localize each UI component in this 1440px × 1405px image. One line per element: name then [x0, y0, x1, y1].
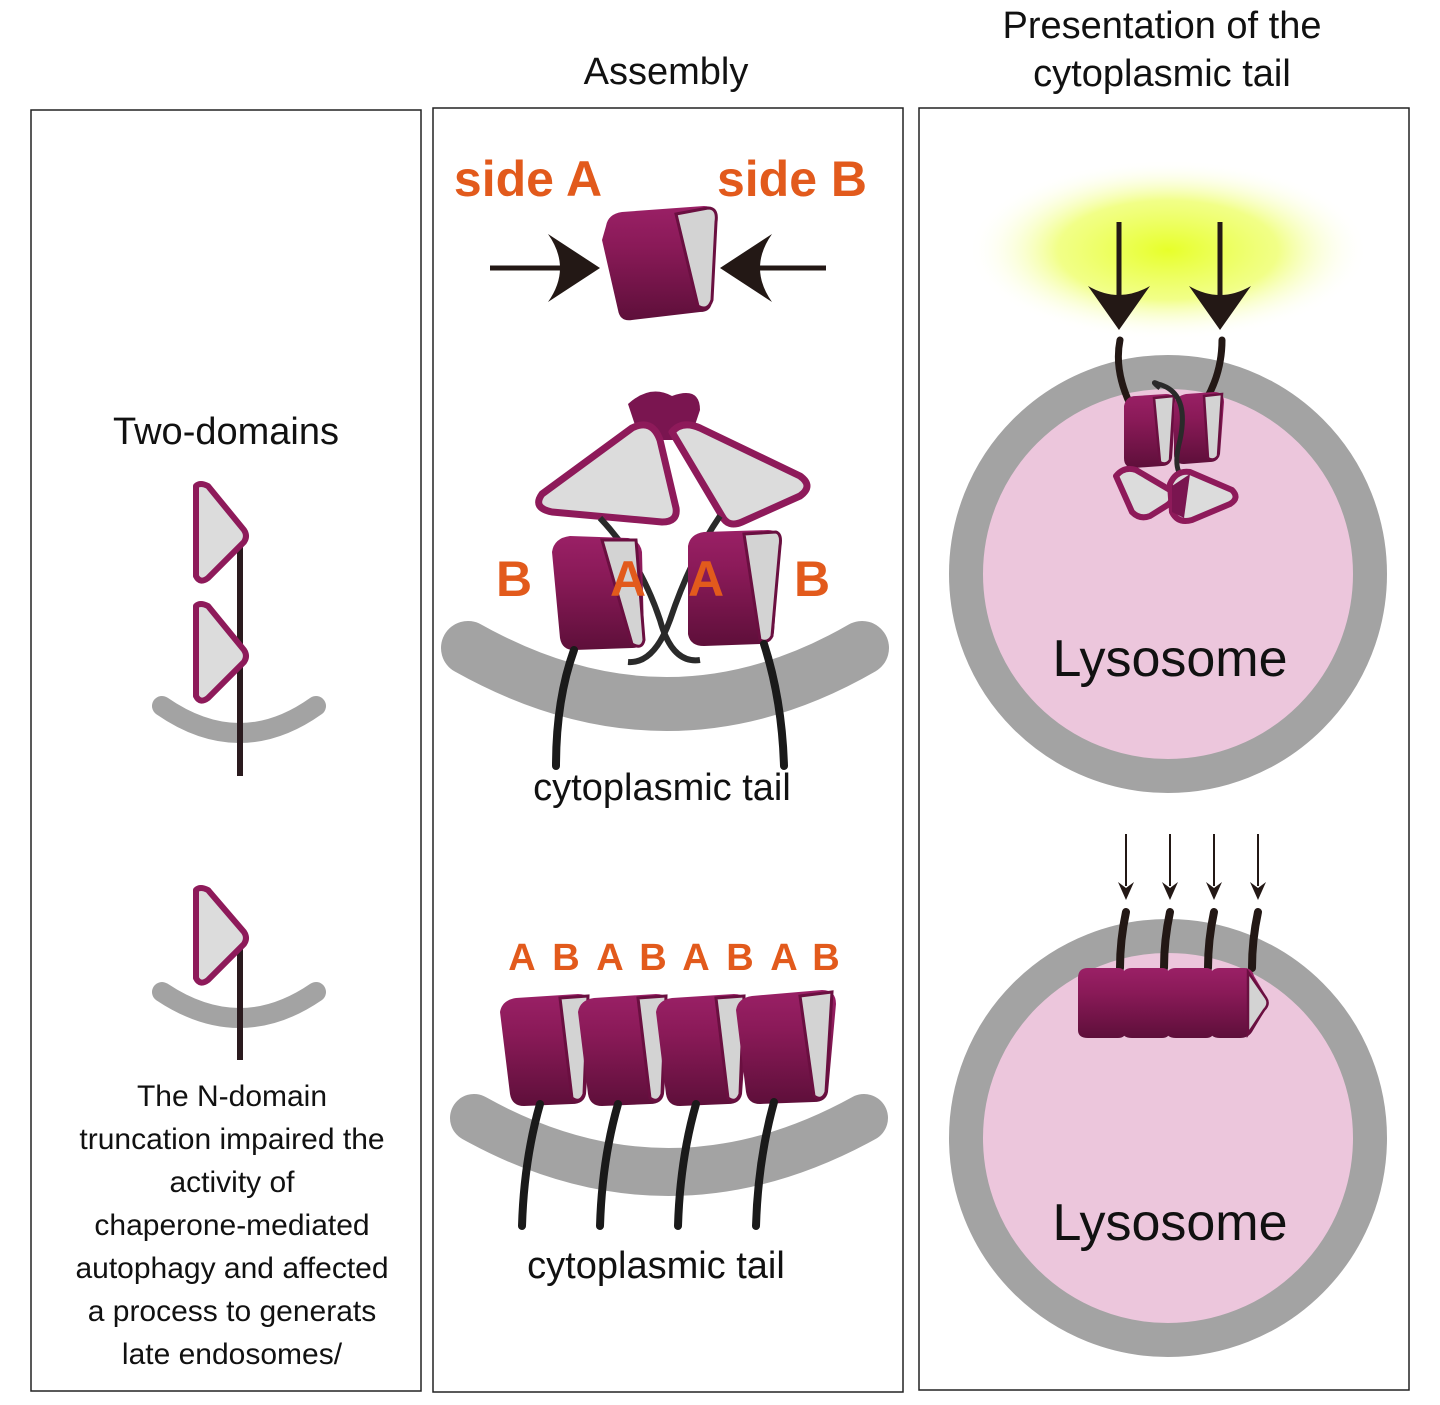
caption-line: chaperone-mediated [94, 1209, 369, 1242]
chain-label: B [812, 937, 839, 979]
middle-panel-frame [432, 107, 904, 1393]
down-arrow-icon [1088, 222, 1150, 330]
assembly-header: Assembly [584, 51, 749, 93]
dimer-label: A [688, 551, 724, 607]
chain-label: A [770, 937, 797, 979]
dimer-label: B [794, 551, 830, 607]
caption-line: truncation impaired the [79, 1123, 384, 1156]
cytoplasmic-tail-label: cytoplasmic tail [533, 767, 791, 809]
presentation-header-line2: cytoplasmic tail [1033, 53, 1291, 95]
caption-line: autophagy and affected [75, 1252, 388, 1285]
lysosome-label: Lysosome [1052, 1194, 1287, 1252]
truncation-caption: The N-domain truncation impaired the act… [75, 1080, 388, 1371]
dimer-label: B [496, 551, 532, 607]
chain-subunit [578, 994, 670, 1106]
small-down-arrow-icon [1250, 834, 1266, 900]
chain-label: A [508, 937, 535, 979]
small-down-arrow-icon [1206, 834, 1222, 900]
small-arrows [1118, 834, 1266, 900]
lysosome-1 [949, 355, 1387, 793]
chain-label: B [552, 937, 579, 979]
chain-subunit [656, 994, 748, 1106]
dimer-assembly [441, 391, 889, 770]
down-arrow-icon [1189, 222, 1251, 330]
signal-glow [968, 160, 1368, 340]
presentation-header-line1: Presentation of the [1003, 5, 1322, 47]
right-panel-frame [918, 107, 1410, 1391]
chain-label: B [639, 937, 666, 979]
caption-line: late endosomes/ [122, 1338, 343, 1371]
two-domains-label: Two-domains [113, 411, 339, 453]
chain-subunit [736, 990, 836, 1104]
two-domain-protein [152, 481, 326, 776]
side-b-label: side B [717, 151, 867, 207]
right-arrow-icon [720, 234, 826, 302]
chain-label: A [596, 937, 623, 979]
side-a-label: side A [454, 151, 602, 207]
single-subunit [602, 206, 718, 321]
cytoplasmic-tail-label: cytoplasmic tail [527, 1245, 785, 1287]
caption-line: The N-domain [137, 1080, 327, 1113]
caption-line: a process to generats [88, 1295, 377, 1328]
lysosome-complex [1113, 336, 1239, 524]
truncated-protein [152, 885, 326, 1060]
caption-line: activity of [169, 1166, 295, 1199]
left-arrow-icon [490, 234, 600, 302]
dimer-label: A [610, 551, 646, 607]
chain-label: B [726, 937, 753, 979]
lysosome-label: Lysosome [1052, 630, 1287, 688]
small-down-arrow-icon [1162, 834, 1178, 900]
chain-label: A [682, 937, 709, 979]
chain-assembly [450, 990, 888, 1230]
chain-subunit [500, 994, 592, 1106]
lysosome-chain [1078, 908, 1269, 1039]
left-panel-frame [30, 109, 422, 1392]
small-down-arrow-icon [1118, 834, 1134, 900]
